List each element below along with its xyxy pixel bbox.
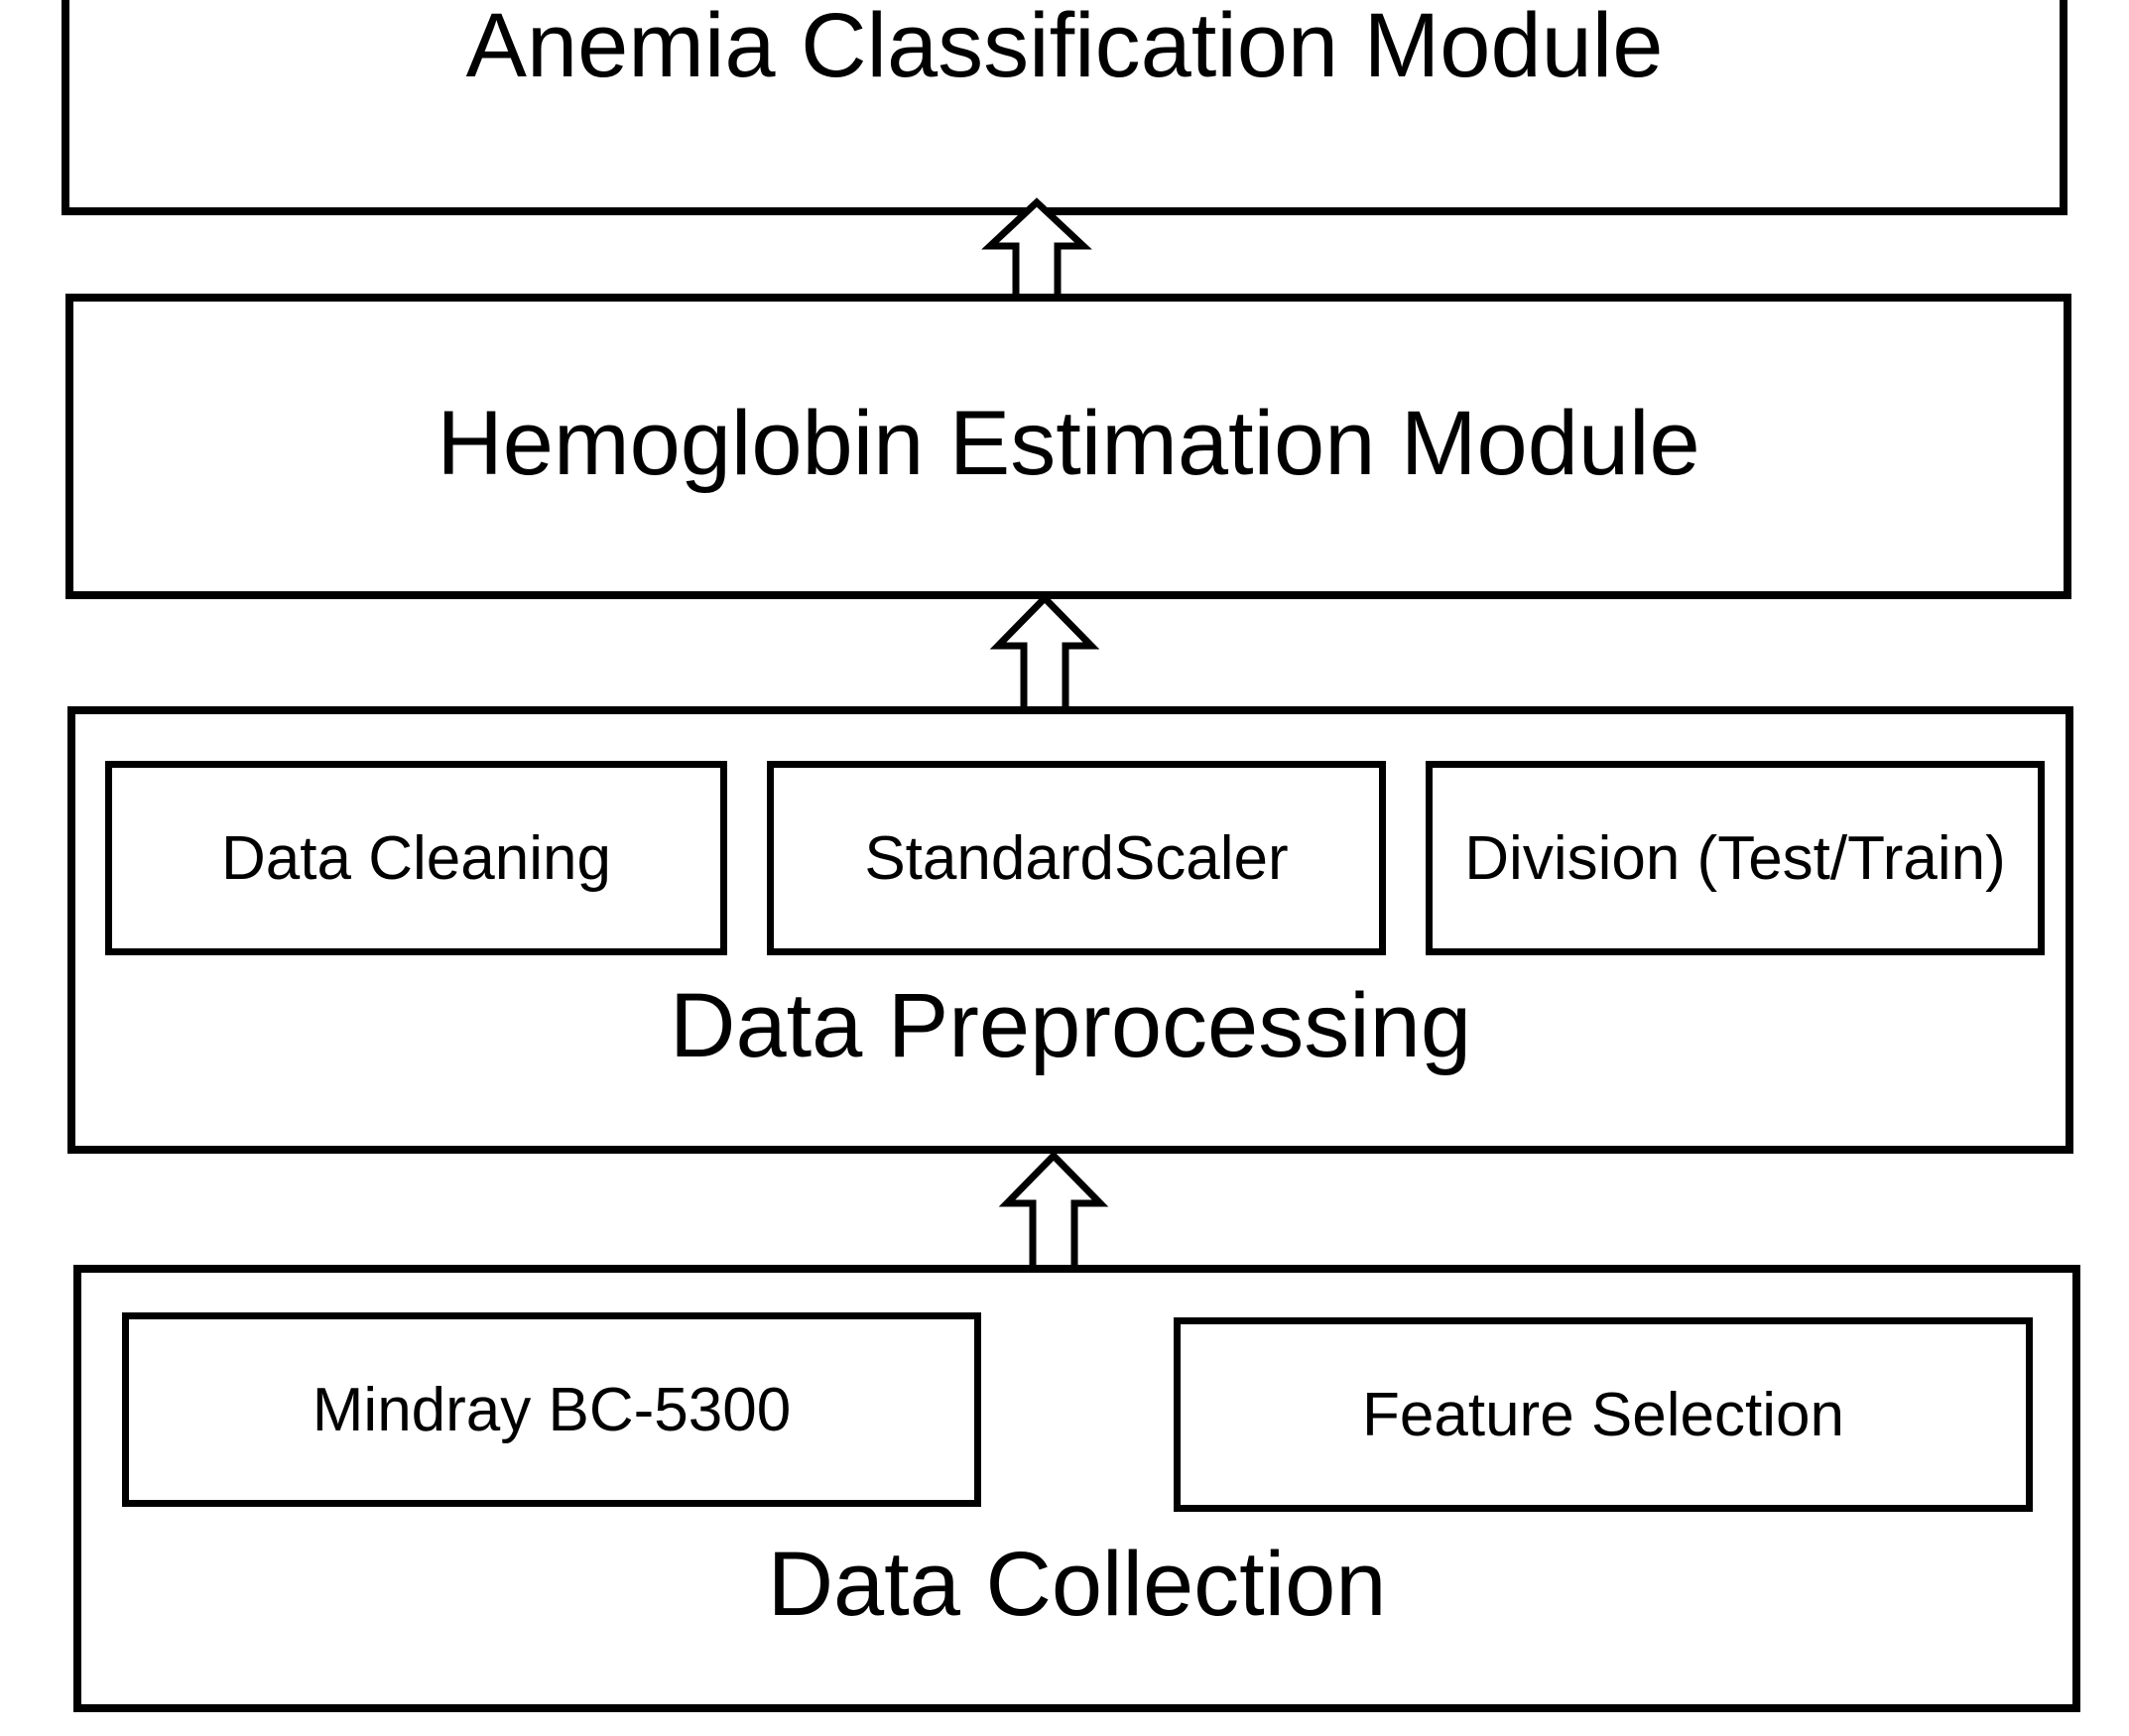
hemoglobin-estimation-module-label: Hemoglobin Estimation Module	[437, 393, 1700, 494]
arrow-collection-to-preprocessing	[998, 1150, 1109, 1268]
data-preprocessing-label: Data Preprocessing	[670, 975, 1471, 1076]
data-collection-label: Data Collection	[767, 1534, 1387, 1635]
arrow-hemoglobin-to-anemia	[981, 197, 1092, 298]
anemia-classification-module: Anemia Classification Module	[62, 0, 2067, 215]
standard-scaler-step: StandardScaler	[767, 761, 1386, 955]
division-test-train-step: Division (Test/Train)	[1426, 761, 2045, 955]
anemia-classification-module-label: Anemia Classification Module	[465, 0, 1664, 96]
feature-selection-step: Feature Selection	[1174, 1317, 2033, 1512]
feature-selection-label: Feature Selection	[1362, 1380, 1844, 1449]
mindray-bc-5300-label: Mindray BC-5300	[312, 1375, 792, 1444]
mindray-bc-5300-step: Mindray BC-5300	[122, 1312, 981, 1507]
standard-scaler-label: StandardScaler	[864, 823, 1289, 893]
data-preprocessing-module: Data Cleaning StandardScaler Division (T…	[67, 706, 2073, 1154]
hemoglobin-estimation-module: Hemoglobin Estimation Module	[65, 294, 2071, 599]
data-cleaning-step: Data Cleaning	[105, 761, 727, 955]
data-collection-module: Mindray BC-5300 Feature Selection Data C…	[73, 1265, 2080, 1712]
arrow-preprocessing-to-hemoglobin	[989, 592, 1100, 710]
division-test-train-label: Division (Test/Train)	[1464, 823, 2006, 893]
data-cleaning-label: Data Cleaning	[221, 823, 611, 893]
